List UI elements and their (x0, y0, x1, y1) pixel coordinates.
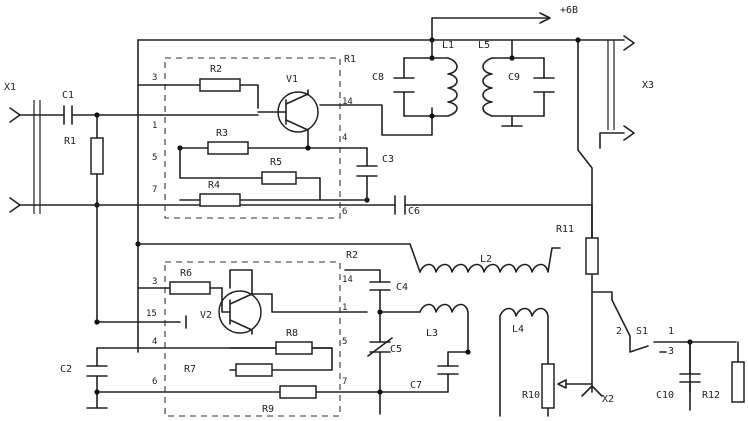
svg-text:X3: X3 (642, 80, 654, 91)
svg-text:1: 1 (668, 326, 674, 337)
svg-text:L3: L3 (426, 328, 438, 339)
svg-text:7: 7 (152, 185, 157, 195)
resistor-r7: R7 (184, 351, 333, 377)
svg-text:6: 6 (152, 377, 157, 387)
resistor-r4: R4 (179, 180, 368, 207)
svg-text:14: 14 (342, 275, 353, 285)
svg-text:C3: C3 (382, 154, 394, 165)
svg-text:L4: L4 (512, 324, 524, 335)
svg-text:R11: R11 (556, 224, 574, 235)
resistor-r9: R9 (262, 385, 381, 415)
svg-text:R10: R10 (522, 390, 540, 401)
svg-text:C1: C1 (62, 90, 74, 101)
svg-text:C5: C5 (390, 344, 402, 355)
svg-text:R8: R8 (286, 328, 298, 339)
svg-text:C10: C10 (656, 390, 674, 401)
svg-text:R1: R1 (64, 136, 76, 147)
capacitor-c2: C2 (60, 347, 333, 409)
v1-collector-net (307, 89, 433, 136)
svg-text:3: 3 (668, 346, 674, 357)
capacitor-c3: C3 (356, 147, 394, 201)
inductor-l3: L3 C5 C7 (367, 303, 471, 415)
pin15-net (94, 315, 187, 329)
svg-text:3: 3 (152, 73, 157, 83)
svg-text:4: 4 (152, 337, 157, 347)
svg-text:R9: R9 (262, 404, 274, 415)
svg-text:14: 14 (342, 97, 353, 107)
svg-text:1: 1 (342, 303, 347, 313)
svg-text:C6: C6 (408, 206, 420, 217)
x1-label: X1 (4, 82, 16, 93)
svg-text:7: 7 (342, 377, 347, 387)
svg-text:L5: L5 (478, 40, 490, 51)
svg-text:R4: R4 (208, 180, 220, 191)
connector-x3: X3 (575, 35, 654, 239)
resistor-r12: R12 (702, 341, 745, 403)
svg-text:C8: C8 (372, 72, 384, 83)
capacitor-c4: C4 (344, 269, 408, 313)
svg-text:R2: R2 (346, 250, 358, 261)
svg-text:V2: V2 (200, 310, 212, 321)
resistor-r11: R11 (556, 224, 599, 393)
capacitor-c10: C10 (656, 341, 701, 411)
supply-rail: +6B (135, 5, 579, 353)
block-r2: R2 3 15 4 6 14 1 5 7 (146, 250, 358, 417)
block-r1: R1 3 1 5 7 14 4 6 (152, 54, 356, 219)
resistor-r6: R6 (137, 268, 223, 295)
svg-text:6: 6 (342, 207, 347, 217)
svg-text:S1: S1 (636, 326, 648, 337)
switch-s1: 2 S1 1 3 (616, 326, 737, 393)
svg-text:L2: L2 (480, 254, 492, 265)
svg-text:C9: C9 (508, 72, 520, 83)
svg-text:L1: L1 (442, 40, 454, 51)
connector-x1: X1 (4, 82, 41, 214)
transistor-v2: V2 (200, 269, 368, 335)
s1-feed-net (591, 291, 631, 337)
svg-text:R2: R2 (210, 64, 222, 75)
svg-text:R7: R7 (184, 364, 196, 375)
svg-text:15: 15 (146, 309, 157, 319)
svg-text:C2: C2 (60, 364, 72, 375)
svg-text:R12: R12 (702, 390, 720, 401)
tank-l1-c8: C8 L1 (372, 39, 458, 119)
svg-text:R1: R1 (344, 54, 356, 65)
svg-text:1: 1 (152, 121, 157, 131)
inductor-l2: L2 (409, 243, 561, 273)
capacitor-c1: C1 (39, 90, 259, 125)
transistor-v1: V1 (257, 74, 319, 149)
resistor-r10: R10 (522, 363, 593, 417)
svg-text:5: 5 (152, 153, 157, 163)
supply-label: +6B (560, 5, 578, 16)
resistor-r8: R8 (229, 328, 333, 355)
svg-text:4: 4 (342, 133, 347, 143)
resistor-r5: R5 (179, 147, 321, 201)
resistor-r3: R3 (177, 128, 368, 155)
resistor-r1: R1 (64, 112, 104, 208)
svg-text:C7: C7 (410, 380, 422, 391)
svg-text:5: 5 (342, 337, 347, 347)
ground-bus: C6 (39, 195, 593, 323)
resistor-r2: R2 (137, 64, 259, 109)
svg-text:C4: C4 (396, 282, 408, 293)
svg-text:3: 3 (152, 277, 157, 287)
svg-text:X2: X2 (602, 394, 614, 405)
svg-text:R6: R6 (180, 268, 192, 279)
connector-x2: X2 (581, 385, 614, 405)
tank-l5-c9: L5 C9 (478, 39, 555, 127)
inductor-l4: L4 (499, 307, 549, 417)
svg-text:V1: V1 (286, 74, 298, 85)
svg-text:2: 2 (616, 326, 622, 337)
svg-text:R5: R5 (270, 157, 282, 168)
svg-text:R3: R3 (216, 128, 228, 139)
